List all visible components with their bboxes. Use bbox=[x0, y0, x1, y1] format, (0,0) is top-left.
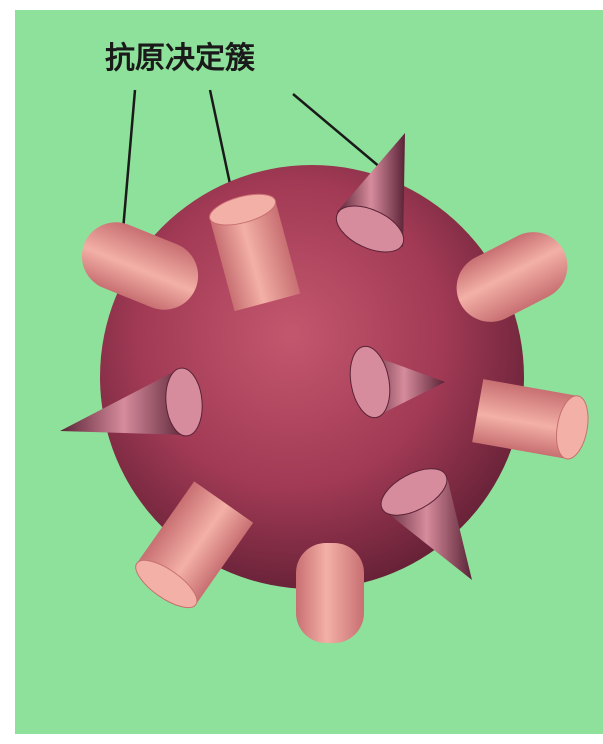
antigenic-determinant-label: 抗原决定簇 bbox=[105, 41, 256, 76]
antigen-figure: 抗原决定簇 bbox=[15, 10, 603, 734]
antigen-diagram: 抗原决定簇 bbox=[15, 10, 603, 734]
cylinder-epitope-bottom bbox=[296, 543, 364, 643]
